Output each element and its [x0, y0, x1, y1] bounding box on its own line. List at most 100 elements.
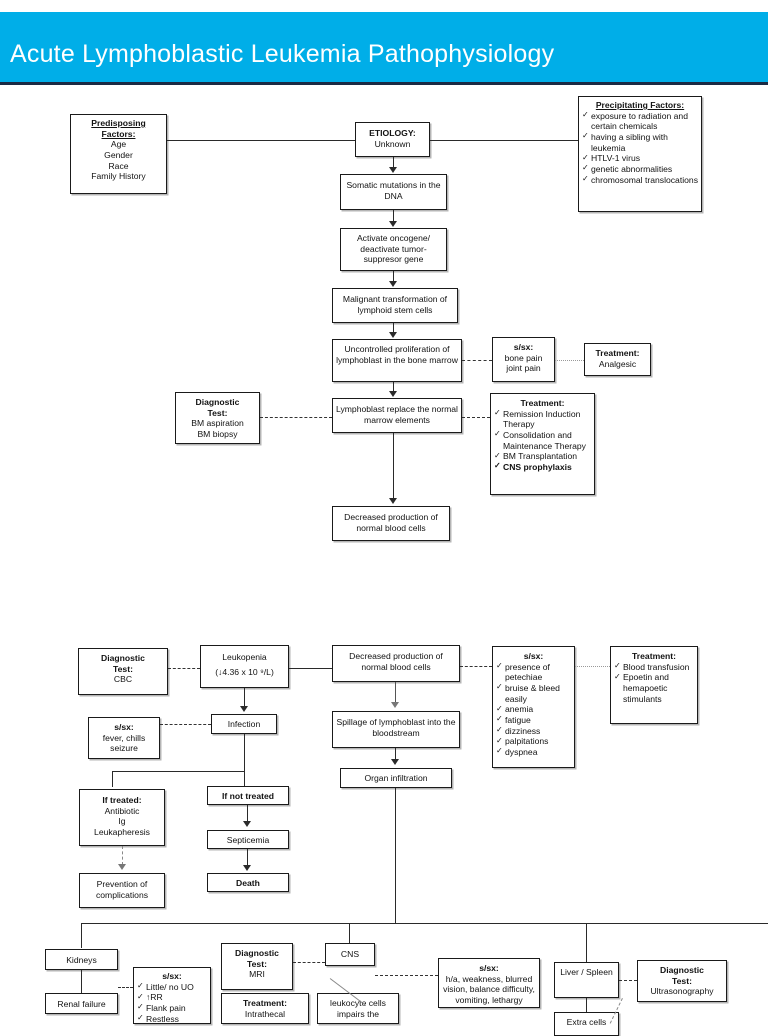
if-treated-line-2: Ig	[118, 816, 126, 827]
check-icon: ✓	[582, 163, 589, 173]
diagnostic-uls-heading-1: Diagnostic	[660, 965, 704, 975]
connector-infection-branch-bus	[112, 771, 245, 773]
renal-failure-text: Renal failure	[57, 999, 106, 1009]
kidneys-text: Kidneys	[66, 955, 97, 965]
lymphoblast-replace-text: Lymphoblast replace the normal marrow el…	[336, 404, 458, 425]
check-icon: ✓	[137, 1013, 144, 1023]
diagnostic-bm-line-1: BM aspiration	[191, 418, 244, 429]
ssx-kidney-item-rr: ✓↑RR	[137, 991, 163, 1003]
check-icon: ✓	[496, 735, 503, 745]
connector-malignant-proliferation	[393, 323, 395, 333]
ssx-kidney-heading: s/sx:	[162, 971, 182, 981]
precipitating-item-genetic: ✓genetic abnormalities	[582, 163, 673, 174]
diagnostic-bm-heading-1: Diagnostic	[195, 397, 240, 407]
if-not-treated-box: If not treated	[207, 786, 289, 805]
ssx-blood-item-anemia: ✓anemia	[496, 703, 534, 715]
connector-septicemia-death	[247, 849, 249, 865]
cns-text: CNS	[340, 949, 360, 959]
if-treated-line-1: Antibiotic	[104, 805, 140, 816]
arrow-down-icon	[389, 332, 397, 338]
ssx-fever-line-1: fever, chills	[102, 732, 146, 743]
malignant-transformation-text: Malignant transformation of lymphoid ste…	[342, 294, 448, 315]
connector-leukopenia-decreased	[289, 668, 332, 670]
check-icon: ✓	[582, 152, 589, 162]
check-icon: ✓	[614, 661, 621, 671]
header-rule	[0, 82, 768, 85]
if-not-treated-text: If not treated	[221, 791, 275, 801]
kidneys-box: Kidneys	[45, 949, 118, 970]
connector-proliferation-replace	[393, 382, 395, 392]
decreased-production-text-s1: Decreased production of normal blood cel…	[344, 512, 438, 533]
treatment-blood-box: Treatment: ✓Blood transfusion ✓Epoetin a…	[610, 646, 698, 724]
check-icon: ✓	[494, 461, 501, 471]
ssx-fever-line-2: seizure	[110, 743, 138, 754]
arrow-down-icon	[243, 821, 251, 827]
arrow-down-icon	[389, 281, 397, 287]
treatment-analgesic-heading: Treatment:	[595, 348, 640, 358]
check-icon: ✓	[614, 671, 621, 681]
precipitating-factors-box: Precipitating Factors: ✓exposure to radi…	[578, 96, 702, 212]
check-icon: ✓	[582, 174, 589, 184]
diagnostic-bm-line-2: BM biopsy	[197, 428, 238, 439]
treatment-blood-item-transfusion: ✓Blood transfusion	[614, 661, 690, 672]
diagnostic-bm-heading-2: Test:	[207, 407, 228, 418]
liver-spleen-box: Liver / Spleen	[554, 962, 619, 998]
lymphoblast-replace-box: Lymphoblast replace the normal marrow el…	[332, 398, 462, 433]
diagnostic-bm-box: Diagnostic Test: BM aspiration BM biopsy	[175, 392, 260, 444]
connector-replace-decreased	[393, 433, 395, 498]
connector-predisposing-etiology	[167, 140, 355, 142]
treatment-intrathecal-box: Treatment: Intrathecal	[221, 993, 309, 1024]
precipitating-item-chromosomal: ✓chromosomal translocations	[582, 174, 698, 185]
treatment-analgesic-box: Treatment: Analgesic	[584, 343, 651, 376]
ssx-bone-line-1: bone pain	[504, 352, 543, 363]
check-icon: ✓	[496, 714, 503, 724]
etiology-value: Unknown	[374, 138, 411, 149]
treatment-main-item-remission: ✓Remission Induction Therapy	[494, 408, 581, 430]
malignant-transformation-box: Malignant transformation of lymphoid ste…	[332, 288, 458, 323]
header-banner	[0, 12, 768, 82]
treatment-intrathecal-heading: Treatment:	[243, 998, 287, 1008]
check-icon: ✓	[494, 429, 501, 439]
check-icon: ✓	[496, 746, 503, 756]
connector-decreased-spillage	[395, 682, 397, 702]
connector-etiology-precipitating	[430, 140, 578, 142]
check-icon: ✓	[582, 110, 589, 120]
connector-organ-bus	[81, 923, 768, 925]
connector-ssx-fever-infection	[160, 724, 211, 725]
page-title: Acute Lymphoblastic Leukemia Pathophysio…	[10, 40, 555, 68]
arrow-down-icon	[389, 167, 397, 173]
somatic-mutations-text: Somatic mutations in the DNA	[346, 180, 441, 201]
leukopenia-value: (↓4.36 x 10 ⁹/L)	[215, 666, 274, 677]
cns-box: CNS	[325, 943, 375, 966]
arrow-down-icon	[240, 706, 248, 712]
diagnostic-cbc-value: CBC	[113, 674, 133, 685]
check-icon: ✓	[496, 725, 503, 735]
spillage-box: Spillage of lymphoblast into the bloodst…	[332, 711, 460, 748]
ssx-blood-item-fatigue: ✓fatigue	[496, 714, 531, 725]
connector-ssx-blood-treatment	[575, 666, 610, 667]
connector-renal-ssx-kidney	[118, 987, 133, 988]
check-icon: ✓	[494, 408, 501, 418]
connector-if-treated-prevention	[122, 846, 123, 865]
ssx-kidney-item-flank-pain: ✓Flank pain	[137, 1002, 186, 1013]
leukopenia-label: Leukopenia	[222, 652, 267, 662]
diagnostic-uls-value: Ultrasonography	[650, 986, 714, 997]
ssx-kidney-item-uo: ✓Little/ no UO	[137, 981, 194, 992]
spillage-text: Spillage of lymphoblast into the bloodst…	[336, 717, 456, 738]
treatment-main-item-bm-transplant: ✓BM Transplantation	[494, 450, 578, 462]
diagnostic-uls-heading-2: Test:	[672, 975, 692, 986]
connector-diagnostic-bm-replace	[260, 417, 332, 418]
connector-branch-if-not-treated	[244, 771, 246, 787]
prevention-box: Prevention of complications	[79, 873, 165, 908]
diagnostic-mri-value: MRI	[249, 969, 265, 980]
extra-cells-box: Extra cells	[554, 1012, 619, 1036]
etiology-heading: ETIOLOGY:	[369, 128, 416, 138]
oncogene-text: Activate oncogene/ deactivate tumor-supp…	[356, 233, 431, 265]
connector-cns-ssx-cns	[375, 975, 438, 976]
connector-liver-uls	[619, 980, 637, 981]
arrow-down-icon	[118, 864, 126, 870]
leukopenia-box: Leukopenia (↓4.36 x 10 ⁹/L)	[200, 645, 289, 688]
connector-cbc-leukopenia	[168, 668, 200, 669]
connector-decreased-ssx-blood	[460, 666, 492, 667]
